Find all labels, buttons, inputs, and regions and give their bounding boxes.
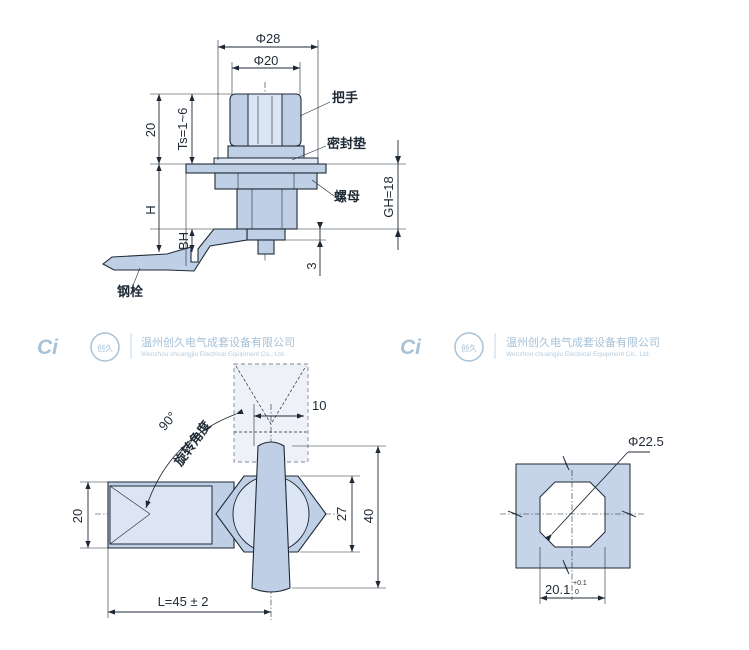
label-gasket: 密封垫 <box>326 136 366 152</box>
dim-3: 3 <box>304 262 319 269</box>
dim-length: L=45 ± 2 <box>158 594 209 609</box>
watermark-seal: 创久 <box>461 343 477 353</box>
dim-outer-dia: Φ28 <box>256 31 281 46</box>
label-handle: 把手 <box>332 90 358 106</box>
side-view: Φ28 Φ20 20 Ts=1~6 H BH GH=18 3 把手 密封垫 <box>101 31 406 300</box>
watermark-right: Ci 创久 温州创久电气成套设备有限公司 Wenzhou chuangjiu E… <box>400 332 660 362</box>
dim-inner-dia: Φ20 <box>254 53 279 68</box>
dim-h: H <box>143 205 158 214</box>
dim-angle: 90° <box>155 409 179 434</box>
dim-20: 20 <box>70 509 85 523</box>
watermark-left: Ci 创久 温州创久电气成套设备有限公司 Wenzhou chuangjiu E… <box>37 332 295 362</box>
front-view: 90° 旋转角度 10 20 27 40 L=45 ± 2 <box>70 363 386 620</box>
watermark-logo: Ci <box>400 336 422 359</box>
dim-gh: GH=18 <box>381 176 396 218</box>
dim-cutout-width: 20.1 <box>545 582 570 597</box>
watermark-seal: 创久 <box>97 343 113 353</box>
dim-40: 40 <box>361 509 376 523</box>
dim-handle-height: 20 <box>143 123 158 137</box>
handle-neck <box>227 145 305 159</box>
dim-10: 10 <box>312 398 326 413</box>
watermark-company-en: Wenzhou chuangjiu Electrical Equipment C… <box>506 351 651 358</box>
shaft-screw <box>257 239 275 255</box>
gasket <box>213 157 319 165</box>
steel-latch <box>101 228 248 272</box>
watermark-company: 温州创久电气成套设备有限公司 <box>506 335 660 349</box>
handle-bar <box>251 441 291 593</box>
label-latch: 钢栓 <box>117 284 143 300</box>
watermark-company: 温州创久电气成套设备有限公司 <box>141 335 295 349</box>
dim-bh: BH <box>176 232 191 250</box>
cutout-hole <box>539 481 606 548</box>
watermark-logo: Ci <box>37 336 59 359</box>
tol-lower: 0 <box>575 589 579 596</box>
cutout-view: Φ22.5 20.1 +0.1 0 <box>500 434 664 604</box>
label-nut: 螺母 <box>334 189 360 205</box>
panel-flange <box>185 163 327 174</box>
dim-ts: Ts=1~6 <box>175 108 190 151</box>
watermark-company-en: Wenzhou chuangjiu Electrical Equipment C… <box>141 351 286 358</box>
shaft-end <box>246 228 286 241</box>
watermark-seal-icon <box>454 332 484 362</box>
dim-cutout-dia: Φ22.5 <box>628 434 664 449</box>
handle-knob-face <box>247 93 283 147</box>
label-rotation: 旋转角度 <box>170 417 215 470</box>
dim-27: 27 <box>334 507 349 521</box>
tol-upper: +0.1 <box>573 580 587 587</box>
lock-body <box>236 188 298 230</box>
watermark-seal-icon <box>90 332 120 362</box>
nut <box>214 172 318 190</box>
